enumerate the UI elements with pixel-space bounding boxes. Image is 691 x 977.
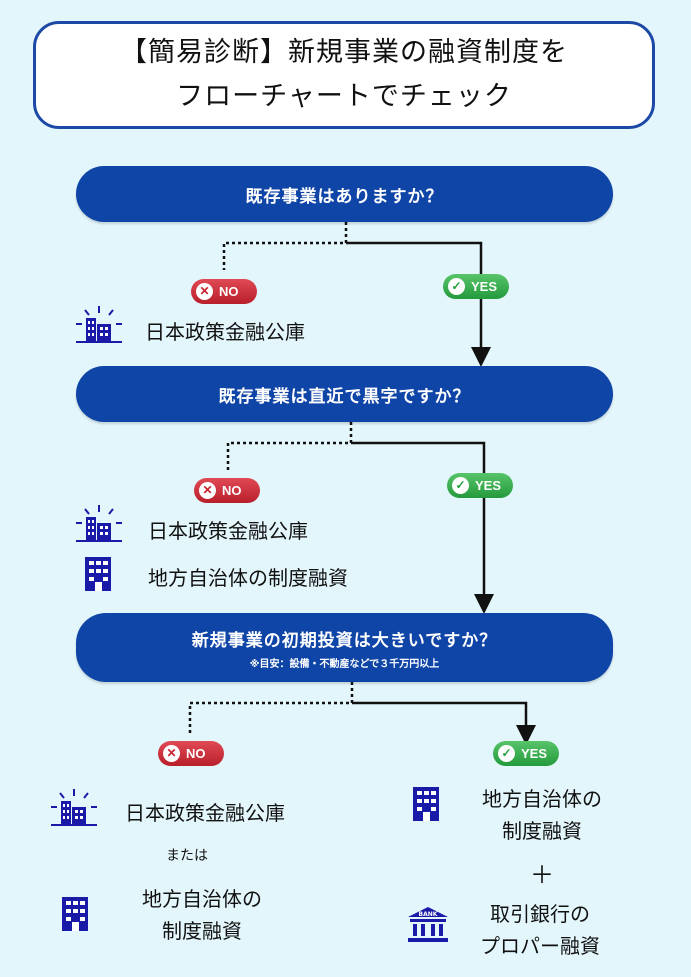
result-bank-line-2: プロパー融資 (480, 934, 600, 958)
question-2-text: 既存事業は直近で黒字ですか？ (218, 386, 471, 407)
q2-branch-lines (226, 422, 494, 614)
result-local-gov-3-line-1: 地方自治体の (482, 787, 602, 811)
result-jfc-3: 日本政策金融公庫 (125, 801, 285, 825)
result-local-gov-2-line-1: 地方自治体の (142, 887, 262, 911)
check-icon: ✓ (452, 477, 469, 494)
result-local-gov-3-line-2: 制度融資 (502, 819, 582, 843)
bank-icon: BANK (408, 907, 448, 942)
question-3: 新規事業の初期投資は大きいですか？ ※目安：設備・不動産などで３千万円以上 (76, 613, 613, 682)
office-building-icon (413, 787, 439, 821)
yes-badge-2-label: YES (475, 478, 502, 493)
result-jfc-1: 日本政策金融公庫 (145, 320, 305, 344)
office-building-icon (85, 557, 111, 591)
title-line-2: フローチャートでチェック (176, 81, 512, 112)
result-local-gov-2: 地方自治体の 制度融資 (112, 883, 292, 947)
title-line-1: 【簡易診断】新規事業の融資制度を (120, 37, 568, 68)
question-1: 既存事業はありますか？ (76, 166, 613, 222)
check-icon: ✓ (498, 745, 515, 762)
no-badge-1: ✕ NO (191, 279, 257, 304)
result-local-gov-2-line-2: 制度融資 (162, 919, 242, 943)
question-2: 既存事業は直近で黒字ですか？ (76, 366, 613, 422)
public-building-icon (51, 789, 97, 826)
plus-sign: ＋ (530, 861, 554, 889)
or-text: または (166, 848, 208, 864)
check-icon: ✓ (448, 278, 465, 295)
q1-branch-lines (222, 222, 491, 367)
office-building-icon (62, 897, 88, 931)
yes-badge-3: ✓ YES (493, 741, 559, 766)
result-local-gov-1: 地方自治体の制度融資 (148, 566, 348, 590)
result-local-gov-3: 地方自治体の 制度融資 (452, 783, 632, 847)
x-icon: ✕ (196, 283, 213, 300)
bank-icon-text: BANK (419, 911, 438, 918)
result-bank: 取引銀行の プロパー融資 (450, 898, 630, 962)
question-1-text: 既存事業はありますか？ (245, 186, 444, 207)
q3-branch-lines (188, 682, 536, 745)
x-icon: ✕ (163, 745, 180, 762)
public-building-icon (76, 306, 122, 343)
x-icon: ✕ (199, 482, 216, 499)
question-3-text: 新規事業の初期投資は大きいですか？ (191, 630, 498, 651)
result-bank-line-1: 取引銀行の (490, 902, 590, 926)
yes-badge-2: ✓ YES (447, 473, 513, 498)
question-3-note: ※目安：設備・不動産などで３千万円以上 (249, 658, 440, 670)
no-badge-3-label: NO (186, 746, 206, 761)
no-badge-2-label: NO (222, 483, 242, 498)
yes-badge-1-label: YES (471, 279, 498, 294)
no-badge-3: ✕ NO (158, 741, 224, 766)
public-building-icon (76, 505, 122, 542)
yes-badge-1: ✓ YES (443, 274, 509, 299)
no-badge-1-label: NO (219, 284, 239, 299)
yes-badge-3-label: YES (521, 746, 548, 761)
no-badge-2: ✕ NO (194, 478, 260, 503)
result-jfc-2: 日本政策金融公庫 (148, 519, 308, 543)
title-box: 【簡易診断】新規事業の融資制度を フローチャートでチェック (33, 21, 655, 129)
